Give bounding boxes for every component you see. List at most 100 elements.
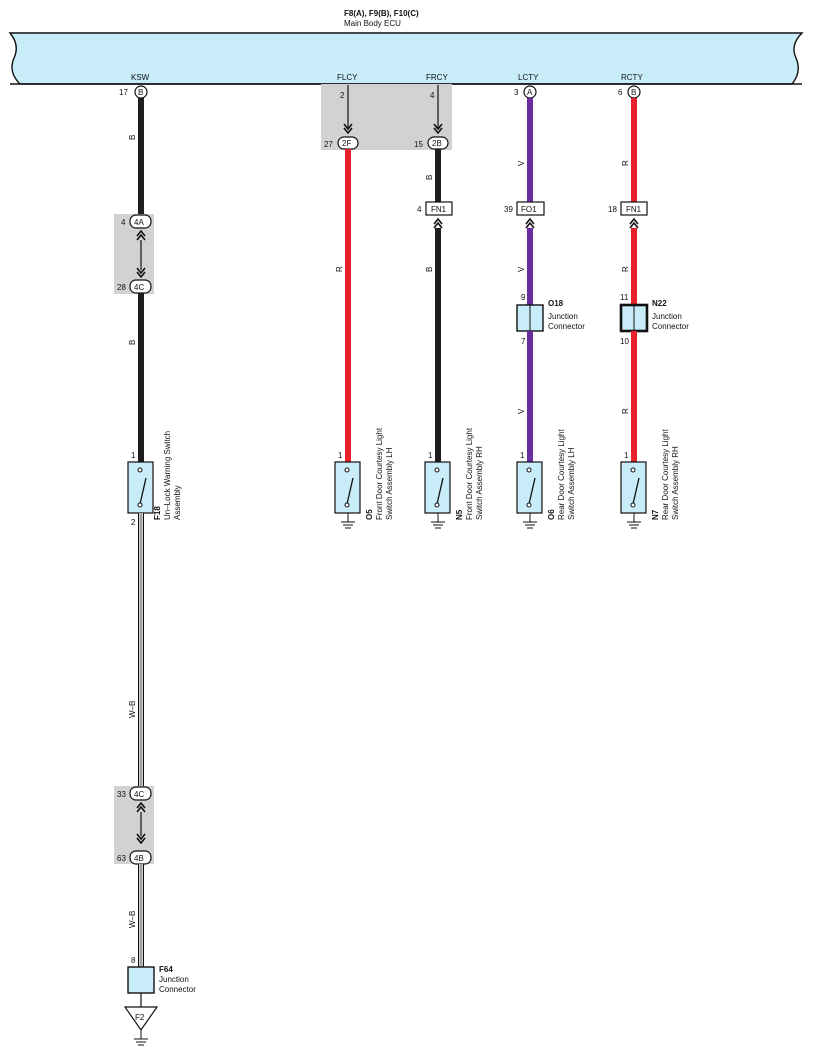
wire-color-code: R — [621, 160, 630, 166]
connector-4a — [129, 214, 152, 229]
junction-pin: 11 — [620, 293, 629, 302]
wire-color-code: B — [128, 340, 137, 345]
switch-desc-line1: Un–Lock Warning Switch — [163, 431, 172, 520]
switch-contact-icon — [137, 502, 143, 508]
circuit-frcy: FRCY 4 15 2B B 4 FN1 B 1 N5 Front Door C… — [414, 73, 484, 529]
switch-pin: 1 — [428, 451, 433, 460]
connector-code: 2B — [432, 139, 442, 148]
switch-id: N7 — [651, 509, 660, 520]
wire-color-code: V — [517, 408, 526, 414]
switch-desc-line2: Switch Assembly RH — [671, 446, 680, 520]
ground-id: F2 — [135, 1013, 145, 1022]
ground-icon — [340, 512, 356, 529]
connector-desc-line1: Junction — [548, 312, 578, 321]
wire-color-code: W–B — [128, 701, 137, 718]
switch-desc-line1: Rear Door Courtesy Light — [661, 429, 670, 520]
connector-id: F64 — [159, 965, 173, 974]
switch-desc-line1: Front Door Courtesy Light — [375, 427, 384, 520]
junction-pin: 9 — [521, 293, 526, 302]
switch-id: O6 — [547, 509, 556, 520]
switch-pin: 1 — [131, 451, 136, 460]
connector-desc-line2: Connector — [652, 322, 689, 331]
switch-contact-icon — [137, 467, 143, 473]
connector-code: 4C — [134, 790, 144, 799]
ground-point-icon — [123, 1006, 159, 1032]
switch-contact-icon — [630, 502, 636, 508]
connector-arrow-icon — [433, 218, 443, 229]
switch-desc-line2: Switch Assembly LH — [385, 447, 394, 520]
wire-color-code: R — [621, 266, 630, 272]
switch-contact-icon — [344, 467, 350, 473]
wire-color-code: V — [517, 266, 526, 272]
junction-pin: 28 — [117, 283, 126, 292]
switch-pin: 1 — [520, 451, 525, 460]
junction-pin: 10 — [620, 337, 629, 346]
inline-connector-fo1 — [516, 201, 545, 216]
inline-pin: 39 — [504, 205, 513, 214]
junction-connector-f64 — [127, 966, 155, 994]
switch-blade-icon — [346, 477, 354, 505]
switch-blade-icon — [632, 477, 640, 505]
wire-color-code: R — [335, 266, 344, 272]
switch-blade-icon — [528, 477, 536, 505]
connector-4c-lower — [129, 786, 152, 801]
switch-desc-line2: Switch Assembly RH — [475, 446, 484, 520]
ground-icon — [522, 512, 538, 529]
switch-pin: 1 — [624, 451, 629, 460]
connector-desc-line1: Junction — [159, 975, 189, 984]
wire-color-code: B — [425, 175, 434, 180]
switch-id: N5 — [455, 509, 464, 520]
connector-code: 4B — [134, 854, 144, 863]
joint-pin: 15 — [414, 140, 423, 149]
switch-id: F18 — [153, 506, 162, 520]
connector-code: FN1 — [626, 205, 642, 214]
circuit-flcy: FLCY 2 27 2F R 1 O5 Front Door Courtesy … — [324, 73, 394, 529]
connector-desc-line2: Connector — [159, 985, 196, 994]
switch-pin: 2 — [131, 518, 136, 527]
ecu-connectors-label: F8(A), F9(B), F10(C) — [344, 9, 419, 18]
switch-contact-icon — [630, 467, 636, 473]
connector-code: FN1 — [431, 205, 447, 214]
connector-id: N22 — [652, 299, 667, 308]
connector-code: FO1 — [521, 205, 537, 214]
ecu-plug-letter: B — [631, 88, 636, 97]
switch-contact-icon — [526, 502, 532, 508]
joint-pin: 27 — [324, 140, 333, 149]
wire-color-code: B — [128, 135, 137, 140]
terminal-label: FRCY — [426, 73, 448, 82]
switch-desc-line2: Switch Assembly LH — [567, 447, 576, 520]
wire-color-code: V — [517, 160, 526, 166]
main-body-ecu-box — [8, 32, 804, 85]
terminal-label: RCTY — [621, 73, 643, 82]
switch-contact-icon — [344, 502, 350, 508]
junction-pin: 8 — [131, 956, 136, 965]
connector-desc-line2: Connector — [548, 322, 585, 331]
inline-connector-fn1 — [425, 201, 453, 216]
circuit-rcty: RCTY 6 B R 18 FN1 R 11 N22 Junction Conn… — [608, 73, 689, 529]
switch-id: O5 — [365, 509, 374, 520]
ground-icon — [133, 1029, 149, 1046]
switch-contact-icon — [434, 502, 440, 508]
switch-desc-line1: Rear Door Courtesy Light — [557, 429, 566, 520]
ecu-pin-number: 17 — [119, 88, 128, 97]
ecu-pin-number: 4 — [430, 91, 435, 100]
switch-blade-icon — [139, 477, 147, 505]
ecu-pin-number: 3 — [514, 88, 519, 97]
ecu-name-label: Main Body ECU — [344, 19, 401, 28]
junction-pin: 63 — [117, 854, 126, 863]
wire-color-code: W–B — [128, 911, 137, 928]
ground-icon — [626, 512, 642, 529]
connector-arrow-icon — [525, 218, 535, 229]
switch-blade-icon — [436, 477, 444, 505]
inline-connector-fn1 — [620, 201, 648, 216]
circuit-ksw: KSW 17 B B 4 4A 28 4C B 1 2 F18 Un–Lock … — [117, 73, 196, 1046]
connector-id: O18 — [548, 299, 564, 308]
junction-pin: 4 — [121, 218, 126, 227]
junction-pin: 7 — [521, 337, 526, 346]
switch-pin: 1 — [338, 451, 343, 460]
inline-pin: 4 — [417, 205, 422, 214]
wire-color-code: B — [425, 267, 434, 272]
inline-pin: 18 — [608, 205, 617, 214]
connector-arrow-icon — [629, 218, 639, 229]
ecu-pin-number: 6 — [618, 88, 623, 97]
